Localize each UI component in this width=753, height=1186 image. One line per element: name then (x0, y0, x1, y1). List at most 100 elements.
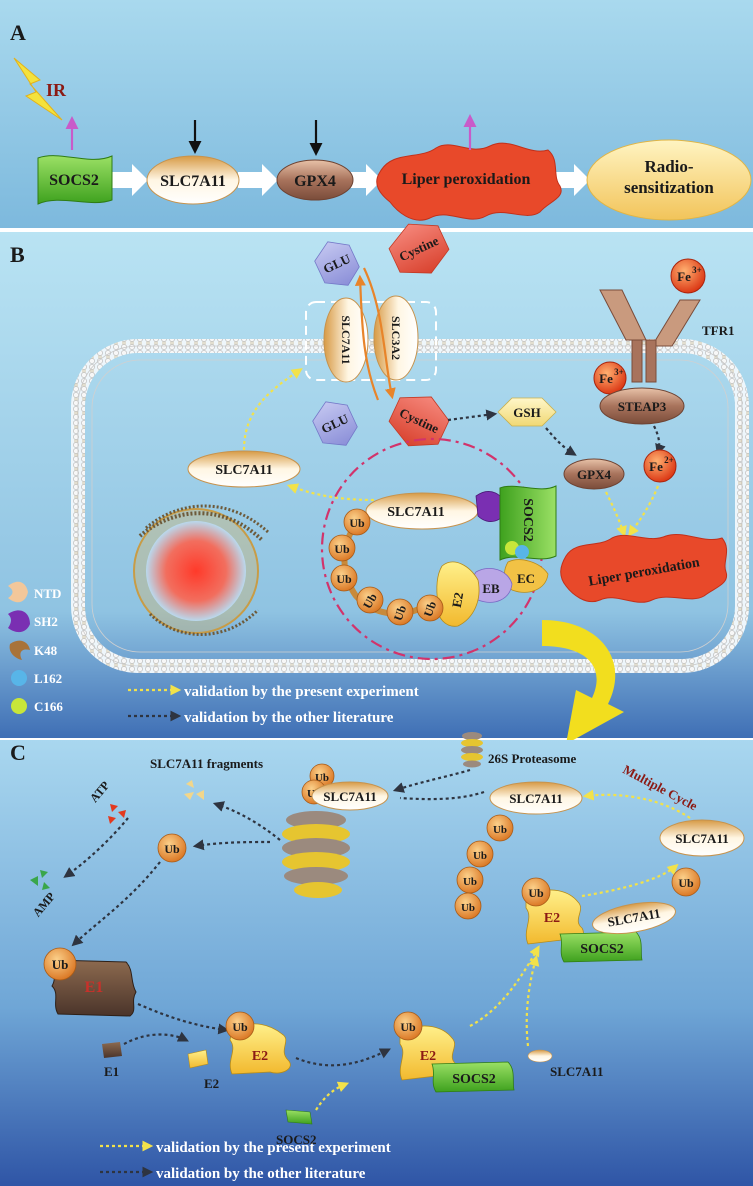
e2-small-label: E2 (204, 1076, 219, 1091)
cystine-import-arrow (363, 267, 396, 400)
cycle-return-arrow (582, 789, 691, 819)
nucleus-core (146, 521, 246, 621)
atp-triangle (110, 804, 118, 812)
slc7a11-cyto-node (187, 450, 301, 488)
radiosensitization-label-2: sensitization (624, 178, 714, 197)
slc7a11-transporter (323, 297, 369, 383)
ub-label: Ub (493, 824, 507, 836)
cyto-to-membrane-arrow (242, 368, 303, 451)
slc7a11-label: SLC7A11 (160, 173, 226, 190)
panel-b-letter: B (10, 242, 25, 267)
fe3-inner-charge: 3+ (614, 367, 624, 377)
transporter-box (305, 301, 437, 381)
ub-to-e1-arrow (71, 861, 161, 947)
lipid-peroxidation-node (376, 142, 562, 221)
slc7a11-binding-arrow (525, 954, 540, 1047)
socs2-node (559, 931, 643, 963)
e1-label: E1 (85, 979, 104, 996)
fragment (186, 780, 194, 788)
socs2-label: SOCS2 (520, 498, 535, 542)
ubiquitin (356, 586, 384, 614)
ub-label: Ub (400, 1020, 416, 1034)
proteasome-ring (286, 811, 346, 829)
flow-arrow (238, 164, 278, 196)
ub-label: Ub (336, 572, 352, 586)
ntd-icon (8, 581, 28, 603)
slc7a11-cyto-label: SLC7A11 (215, 463, 273, 478)
socs2-label: SOCS2 (49, 172, 99, 189)
ub-label: Ub (334, 542, 350, 556)
gpx4-node (276, 159, 354, 201)
ub-label: Ub (232, 1020, 248, 1034)
ub-label: Ub (461, 902, 475, 914)
fragment (184, 792, 194, 800)
panel-b: B GLU Cystine SLC7A11 SLC3A2 GLU Cystine (0, 223, 753, 744)
domain-legend: NTD SH2 K48 L162 C166 (8, 581, 63, 714)
lipid-peroxidation-label: Liper peroxidation (402, 171, 531, 188)
proteasome-ring (284, 867, 348, 885)
slc3a2-transporter-label: SLC3A2 (389, 316, 403, 360)
ubiquitin (386, 598, 414, 626)
glu-export-arrow (354, 274, 380, 401)
ubiquitin (486, 814, 514, 842)
cystine-out-hexagon (388, 223, 450, 274)
ub-label: Ub (473, 850, 487, 862)
proteasome-ring (461, 739, 483, 747)
panel-a-letter: A (10, 20, 26, 45)
k48-icon (9, 640, 30, 660)
slc7a11-free-icon (527, 1049, 553, 1063)
legend-c166-label: C166 (34, 699, 63, 714)
tfr1-arm-right (651, 299, 701, 347)
fragments-icon (184, 780, 204, 800)
atp-triangle (108, 816, 116, 824)
socs2-small-icon (285, 1109, 313, 1125)
lightning-icon (13, 57, 63, 121)
ubiquitin-chain: Ub Ub Ub Ub Ub Ub (328, 508, 444, 626)
ubiquitin (671, 867, 701, 897)
slc7a11-cycle-label: SLC7A11 (675, 831, 728, 846)
proteasome-ring (282, 824, 350, 844)
legend-yellow-label: validation by the present experiment (156, 1140, 391, 1156)
fe3-outer-ion (670, 258, 706, 294)
amp-icon (30, 870, 50, 890)
ubiquitin-free (157, 833, 187, 863)
ubiquitin (43, 947, 77, 981)
flow-arrows (110, 164, 590, 196)
gsh-hexagon (497, 397, 557, 427)
ub-slc7a11-to-proteasome-arrow (399, 790, 485, 801)
fe2-charge: 2+ (664, 455, 674, 465)
steap3-label: STEAP3 (618, 399, 667, 414)
gpx4-label: GPX4 (577, 467, 611, 482)
proteasome-ring (282, 852, 350, 872)
tfr1-label: TFR1 (702, 323, 735, 338)
e2-to-complex-arrow (295, 1048, 391, 1067)
ubiquitin (343, 508, 371, 536)
legend-l162-label: L162 (34, 671, 62, 686)
slc7a11-transporter-label: SLC7A11 (339, 315, 353, 364)
socs2-node (37, 155, 113, 205)
atp-to-amp-arrow (63, 817, 129, 878)
ubiquitin (330, 564, 358, 592)
ub-label: Ub (349, 516, 365, 530)
slc7a11-degrading (311, 781, 389, 811)
lipid-peroxidation-node (560, 534, 728, 603)
proteasome-ring (463, 760, 481, 768)
endoplasmic-reticulum (148, 608, 260, 636)
fe3-outer-label: Fe (677, 269, 691, 284)
cystine-to-gsh-arrow (447, 409, 498, 422)
ubiquitin (416, 594, 444, 622)
tfr1-receptor (599, 289, 701, 383)
proteasome-ring (294, 882, 342, 898)
proteasome-small (461, 732, 483, 768)
e2-small-icon (187, 1049, 209, 1069)
ubiquitin (328, 534, 356, 562)
glu-out-hexagon (314, 241, 360, 286)
l162-icon (11, 670, 27, 686)
ubiquitin (466, 840, 494, 868)
slc7a11-complex-label: SLC7A11 (387, 505, 445, 520)
socs2-node (431, 1061, 515, 1093)
proteasome-ring (461, 746, 483, 754)
flow-arrow (110, 164, 148, 196)
tfr1-stem (645, 339, 657, 383)
steap3-node (599, 387, 685, 425)
